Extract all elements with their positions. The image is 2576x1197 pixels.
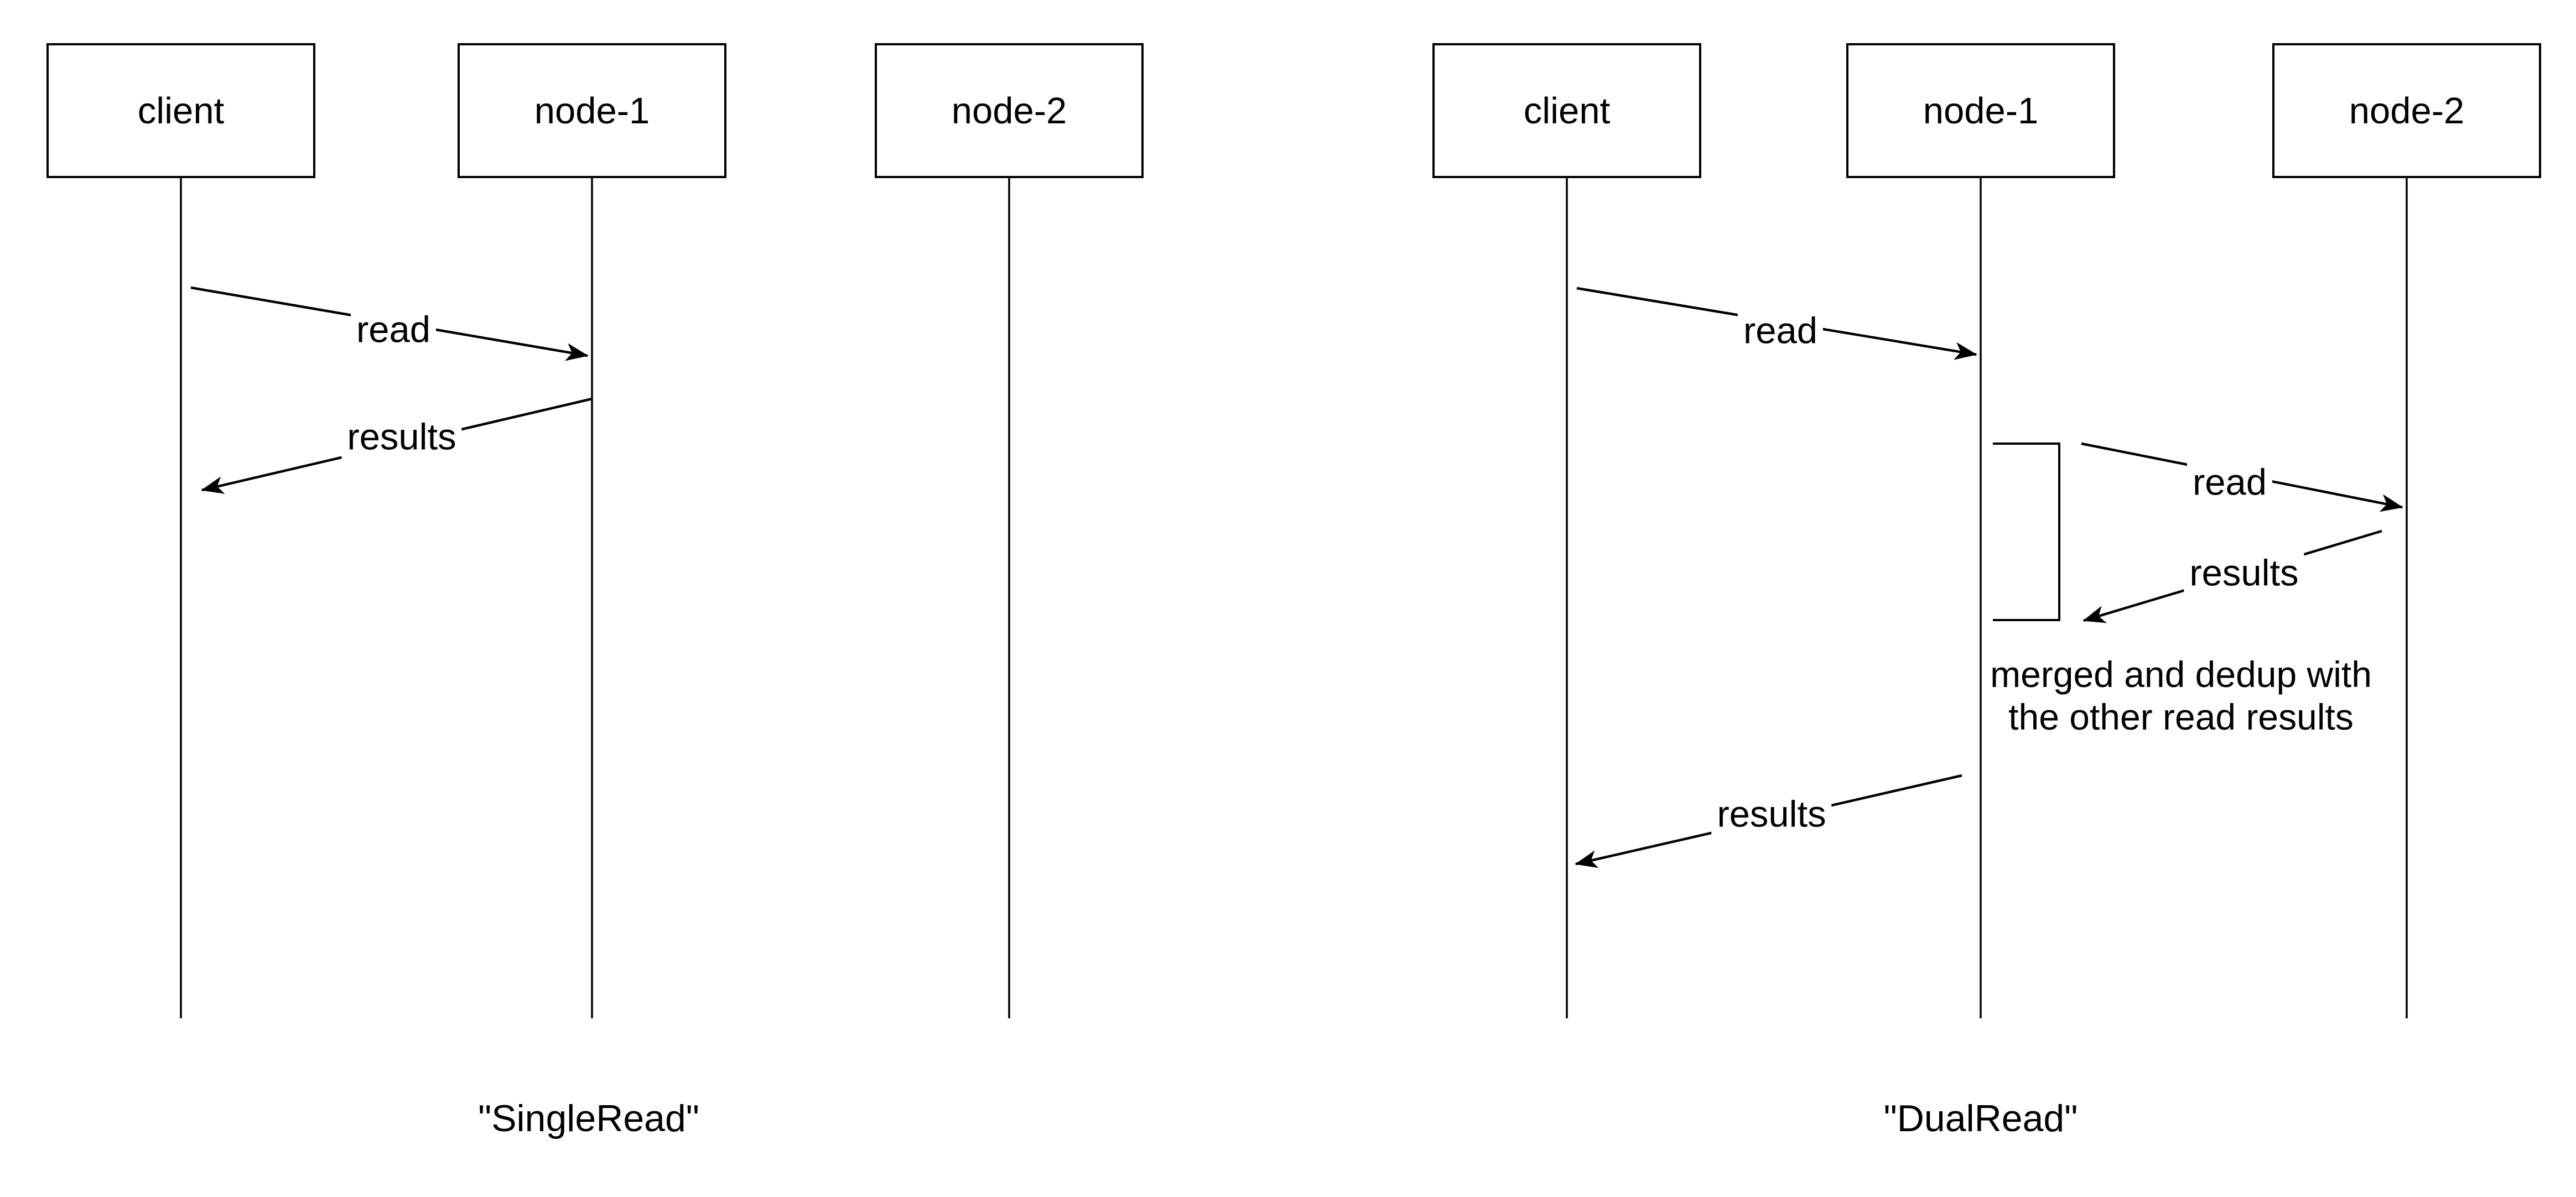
actor-label: node-1 xyxy=(1923,90,2039,132)
note-merged-dedup: merged and dedup with the other read res… xyxy=(1990,653,2372,738)
message-label-read: read xyxy=(2187,461,2273,504)
actor-label: node-1 xyxy=(534,90,650,132)
caption-single-read: "SingleRead" xyxy=(478,1097,699,1139)
actor-box-node-2: node-2 xyxy=(2272,43,2541,178)
message-label-results: results xyxy=(1711,793,1832,836)
actor-box-node-1: node-1 xyxy=(458,43,726,178)
single-read-lines xyxy=(180,178,1010,1018)
note-line-1: merged and dedup with xyxy=(1990,654,2372,695)
actor-box-client: client xyxy=(46,43,315,178)
caption-dual-read: "DualRead" xyxy=(1883,1097,2078,1139)
note-line-2: the other read results xyxy=(2008,696,2354,737)
actor-label: client xyxy=(1523,90,1611,132)
actor-label: node-2 xyxy=(2349,90,2465,132)
actor-label: client xyxy=(137,90,225,132)
activation-bracket xyxy=(1993,443,2060,621)
message-label-results: results xyxy=(341,415,462,459)
actor-label: node-2 xyxy=(951,90,1067,132)
message-label-results: results xyxy=(2184,551,2304,595)
actor-box-node-1: node-1 xyxy=(1846,43,2115,178)
actor-box-node-2: node-2 xyxy=(875,43,1144,178)
actor-box-client: client xyxy=(1432,43,1701,178)
message-label-read: read xyxy=(350,308,437,351)
dual-read-lines xyxy=(1566,178,2408,1018)
message-label-read: read xyxy=(1737,309,1824,352)
